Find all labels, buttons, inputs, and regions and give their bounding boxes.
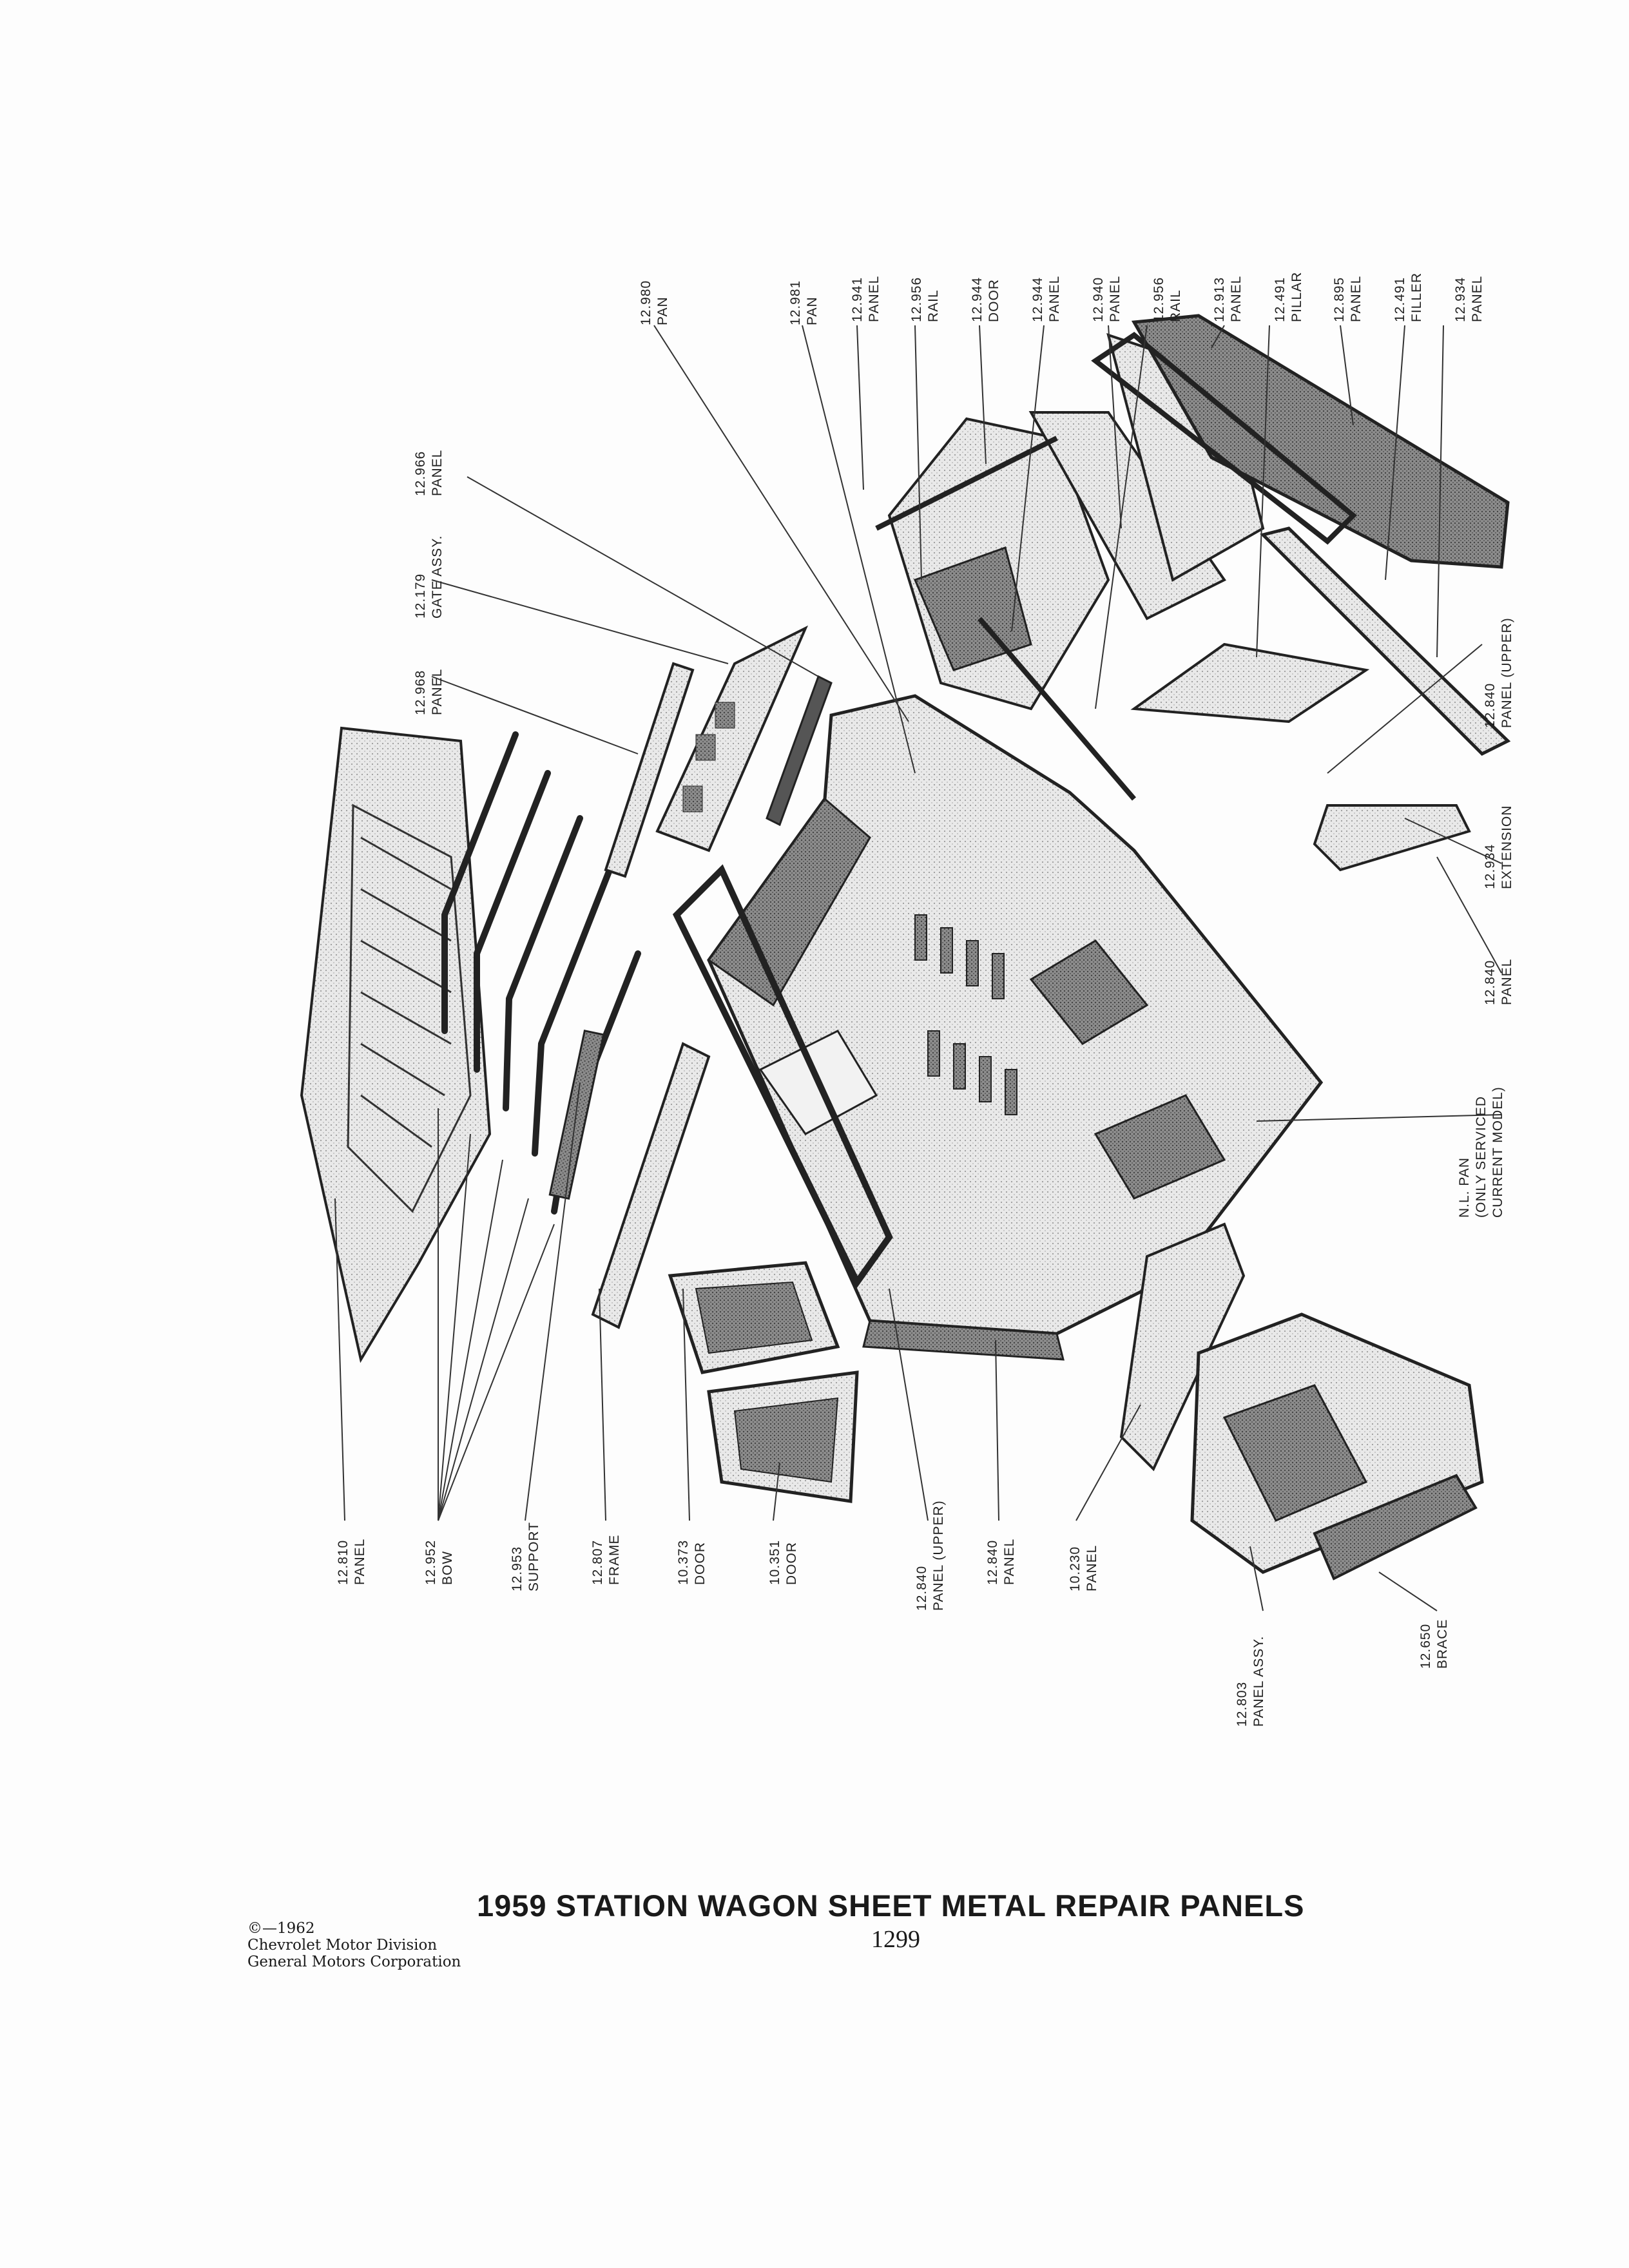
quarter-extension-part <box>1313 804 1471 872</box>
page-title: 1959 STATION WAGON SHEET METAL REPAIR PA… <box>477 1888 1305 1923</box>
body-shell-part <box>672 694 1324 1361</box>
page-number: 1299 <box>871 1926 920 1953</box>
roof-panel-part <box>300 726 492 1363</box>
leader-lines <box>334 325 1502 1611</box>
roof-support-part <box>548 1029 605 1200</box>
tail-gate-part <box>655 625 809 852</box>
gate-strip-part <box>766 675 833 827</box>
quarter-panel-part <box>1131 314 1510 569</box>
side-rail-part <box>1260 526 1511 756</box>
front-door-part <box>707 1370 859 1503</box>
windshield-frame-part <box>591 1042 711 1329</box>
copyright-credit: ©—1962 Chevrolet Motor Division General … <box>247 1920 461 1970</box>
rear-door-part <box>668 1261 840 1374</box>
rear-panel-part <box>604 662 695 878</box>
pillar-part <box>1130 642 1370 724</box>
front-brace-part <box>1313 1474 1478 1581</box>
